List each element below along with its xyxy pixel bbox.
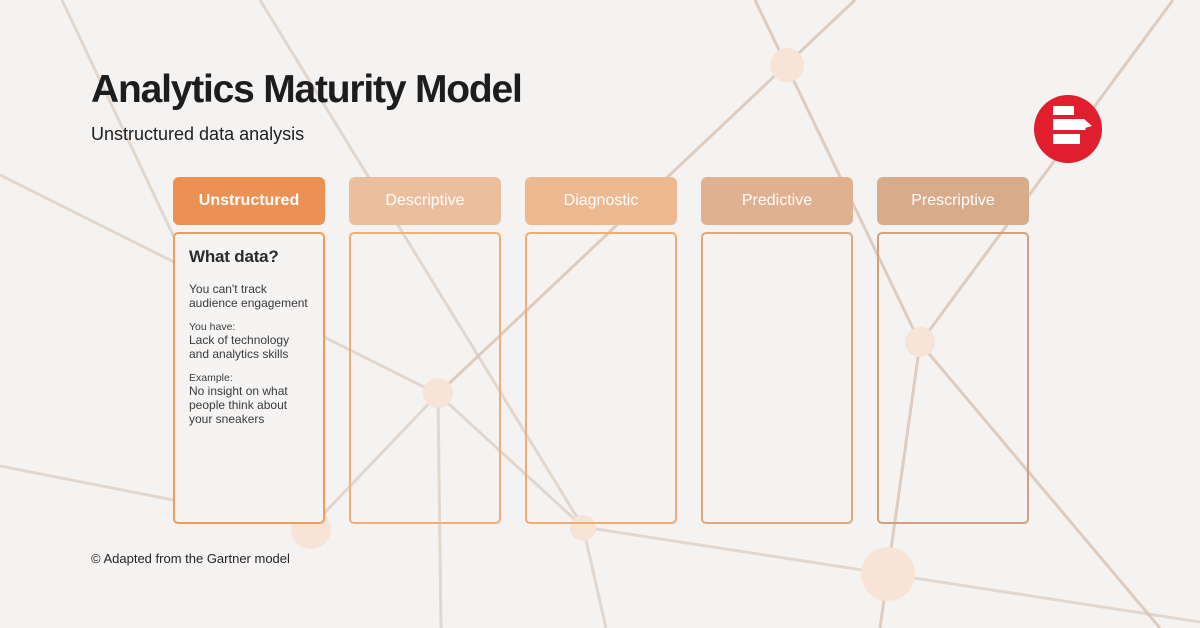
column-header-prescriptive: Prescriptive: [877, 177, 1029, 225]
column-header-predictive: Predictive: [701, 177, 853, 225]
card-paragraph: You can't track audience engagement: [189, 282, 308, 310]
unstructured-card-content: What data? You can't track audience enga…: [175, 234, 323, 426]
column-card-diagnostic: [525, 232, 677, 524]
brand-logo-icon: [1034, 95, 1102, 163]
column-unstructured: Unstructured What data? You can't track …: [173, 177, 325, 524]
card-heading: What data?: [189, 247, 279, 266]
card-example-text: No insight on what people think about yo…: [189, 384, 288, 426]
column-header-diagnostic: Diagnostic: [525, 177, 677, 225]
card-example-label: Example:: [189, 372, 233, 384]
page-subtitle: Unstructured data analysis: [91, 124, 305, 144]
maturity-columns: Unstructured What data? You can't track …: [173, 177, 1029, 524]
column-predictive: Predictive: [701, 177, 853, 524]
column-prescriptive: Prescriptive: [877, 177, 1029, 524]
column-header-unstructured: Unstructured: [173, 177, 325, 225]
column-header-descriptive: Descriptive: [349, 177, 501, 225]
column-card-unstructured: What data? You can't track audience enga…: [173, 232, 325, 524]
footer-credit: © Adapted from the Gartner model: [91, 551, 290, 566]
card-have-text: Lack of technology and analytics skills: [189, 333, 290, 361]
brand-logo: [1034, 95, 1102, 163]
column-descriptive: Descriptive: [349, 177, 501, 524]
column-card-prescriptive: [877, 232, 1029, 524]
card-have-label: You have:: [189, 321, 236, 333]
column-diagnostic: Diagnostic: [525, 177, 677, 524]
column-card-predictive: [701, 232, 853, 524]
column-card-descriptive: [349, 232, 501, 524]
page-title: Analytics Maturity Model: [91, 68, 523, 111]
